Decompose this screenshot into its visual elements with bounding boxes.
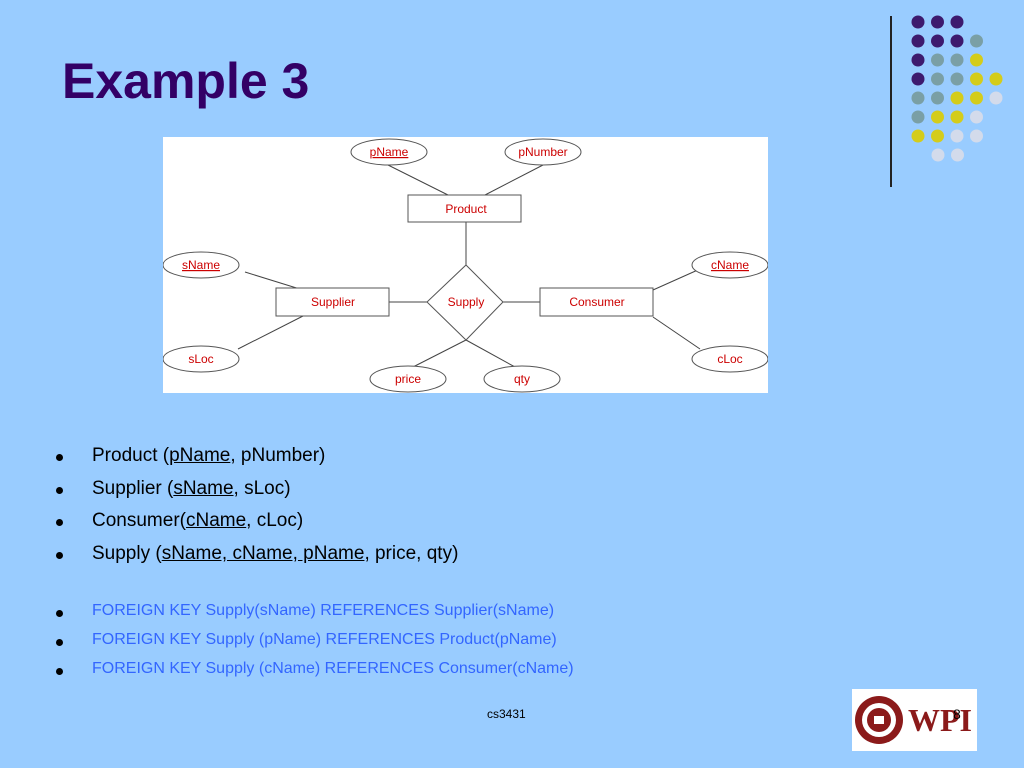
decorative-dot xyxy=(931,148,945,162)
attribute-ellipse-sname xyxy=(163,251,240,279)
relation-item: Consumer(cName, cLoc) xyxy=(55,510,304,532)
entity-label-consumer: Consumer xyxy=(569,295,624,309)
decorative-dot xyxy=(911,15,925,29)
attribute-label-cloc: cLoc xyxy=(717,352,742,366)
decorative-dot xyxy=(931,34,944,48)
decorative-dot xyxy=(970,53,983,67)
decorative-dot xyxy=(911,110,925,124)
decorative-dot xyxy=(970,129,983,143)
decorative-dot xyxy=(950,110,964,124)
attribute-ellipse-sloc xyxy=(163,345,240,373)
relation-suffix: , pNumber) xyxy=(230,445,326,466)
relation-prefix: Consumer( xyxy=(92,510,186,531)
relation-item: Supply (sName, cName, pName, price, qty) xyxy=(55,543,459,565)
attribute-ellipse-qty xyxy=(483,365,561,393)
entity-box-supplier xyxy=(275,287,390,317)
decorative-divider-line xyxy=(890,16,892,187)
decorative-dot xyxy=(931,15,944,29)
decorative-dot xyxy=(911,53,925,67)
decorative-dot xyxy=(950,72,964,86)
wpi-logo-text: WPI xyxy=(908,702,972,738)
decorative-dot xyxy=(931,129,944,143)
decorative-dot xyxy=(950,53,964,67)
wpi-logo: WPI xyxy=(852,689,977,751)
entity-box-consumer xyxy=(539,287,654,317)
decorative-dot xyxy=(950,15,964,29)
decorative-dot xyxy=(931,110,944,124)
entity-box-product xyxy=(407,194,522,223)
decorative-dot xyxy=(989,72,1003,86)
decorative-dot xyxy=(970,72,983,86)
decorative-dot xyxy=(951,148,964,162)
relation-item: Product (pName, pNumber) xyxy=(55,445,326,467)
relation-key: pName xyxy=(169,445,231,466)
slide-title: Example 3 xyxy=(62,53,310,109)
decorative-dot xyxy=(911,72,925,86)
attribute-ellipse-price xyxy=(369,365,447,393)
relation-key: sName, cName, pName xyxy=(161,543,365,564)
attribute-label-pname: pName xyxy=(370,145,409,159)
decorative-dot xyxy=(970,34,983,48)
relation-prefix: Supply ( xyxy=(92,543,162,564)
decorative-dot xyxy=(931,53,944,67)
relation-key: cName xyxy=(185,510,247,531)
relation-key: sName xyxy=(173,478,234,499)
relation-prefix: Product ( xyxy=(92,445,170,466)
decorative-dot xyxy=(931,72,944,86)
attribute-ellipse-pnumber xyxy=(504,138,582,166)
relation-suffix: , cLoc) xyxy=(246,510,304,531)
decorative-dot xyxy=(989,91,1003,105)
relation-item: Supplier (sName, sLoc) xyxy=(56,478,291,500)
attribute-ellipse-cname xyxy=(691,251,768,279)
foreign-key-item: FOREIGN KEY Supply (cName) REFERENCES Co… xyxy=(56,660,574,677)
slide-footer: cs3431 xyxy=(487,707,526,721)
er-diagram: pName pNumber Product sName sLoc Supplie… xyxy=(163,137,768,393)
decorative-dot xyxy=(970,110,983,124)
decorative-dot-grid xyxy=(911,15,1003,162)
decorative-dot xyxy=(911,34,925,48)
attribute-label-qty: qty xyxy=(514,372,530,386)
decorative-dot xyxy=(970,91,983,105)
decorative-dot xyxy=(911,129,925,143)
attribute-label-pnumber: pNumber xyxy=(518,145,567,159)
attribute-label-sname: sName xyxy=(182,258,220,272)
attribute-ellipse-cloc xyxy=(691,345,768,373)
entity-label-product: Product xyxy=(445,202,487,216)
decorative-dot xyxy=(950,34,964,48)
attribute-label-price: price xyxy=(395,372,421,386)
decorative-dot xyxy=(950,91,964,105)
foreign-key-item: FOREIGN KEY Supply (pName) REFERENCES Pr… xyxy=(56,631,557,648)
page-number: 8 xyxy=(953,706,961,722)
decorative-dot xyxy=(911,91,925,105)
relationship-diamond-supply xyxy=(426,264,504,341)
relation-prefix: Supplier ( xyxy=(92,478,174,499)
decorative-dot xyxy=(950,129,964,143)
relationship-label-supply: Supply xyxy=(448,295,485,309)
relation-suffix: , sLoc) xyxy=(233,478,291,499)
attribute-label-cname: cName xyxy=(711,258,749,272)
er-connector-lines xyxy=(237,164,701,368)
foreign-key-item: FOREIGN KEY Supply(sName) REFERENCES Sup… xyxy=(55,602,555,619)
entity-label-supplier: Supplier xyxy=(311,295,355,309)
attribute-ellipse-pname xyxy=(350,138,428,166)
attribute-label-sloc: sLoc xyxy=(188,352,213,366)
decorative-dot xyxy=(931,91,944,105)
relation-suffix: , price, qty) xyxy=(364,543,459,564)
